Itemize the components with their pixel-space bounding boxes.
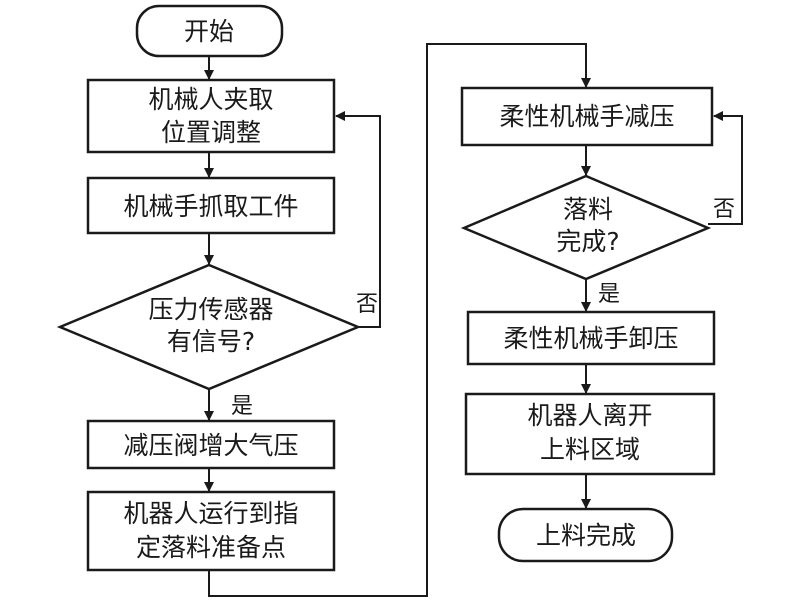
decision1-no-label: 否 <box>356 292 378 317</box>
end-label: 上料完成 <box>536 521 636 550</box>
step1-line1: 机械人夹取 <box>148 85 273 114</box>
decision-blanking-complete: 落料 完成? <box>460 174 712 281</box>
step-robot-move-to-point: 机器人运行到指 定落料准备点 <box>86 490 336 572</box>
arrow-decision1-no-loop <box>335 111 381 328</box>
step-grab-workpiece: 机械手抓取工件 <box>86 176 336 235</box>
step-robot-clamp-adjust: 机械人夹取 位置调整 <box>86 78 336 154</box>
step6-label: 柔性机械手卸压 <box>503 324 678 353</box>
step5-label: 柔性机械手减压 <box>499 102 674 131</box>
decision2-line2: 完成? <box>556 227 619 256</box>
decision2-yes-label: 是 <box>598 282 620 307</box>
arrow-step4-to-step5 <box>208 43 591 597</box>
decision1-line1: 压力传感器 <box>148 295 273 324</box>
step7-line1: 机器人离开 <box>527 401 652 430</box>
step-robot-leave-area: 机器人离开 上料区域 <box>464 392 716 476</box>
step4-line2: 定落料准备点 <box>136 533 286 562</box>
step2-label: 机械手抓取工件 <box>123 192 298 221</box>
step4-line1: 机器人运行到指 <box>123 499 298 528</box>
end-terminal: 上料完成 <box>497 507 674 563</box>
step7-line2: 上料区域 <box>540 435 640 464</box>
decision2-no-label: 否 <box>713 197 735 222</box>
arrow-decision2-no-loop <box>708 111 743 225</box>
step1-line2: 位置调整 <box>161 118 261 147</box>
step3-label: 减压阀增大气压 <box>123 431 298 460</box>
decision1-yes-label: 是 <box>231 394 253 419</box>
start-label: 开始 <box>184 17 234 46</box>
step-flexible-hand-release: 柔性机械手卸压 <box>466 310 716 366</box>
decision2-line1: 落料 <box>563 195 613 224</box>
start-terminal: 开始 <box>135 4 284 58</box>
step-increase-pressure: 减压阀增大气压 <box>86 419 336 470</box>
connectors <box>204 43 743 597</box>
step-flexible-hand-decompress: 柔性机械手减压 <box>460 86 714 147</box>
decision-pressure-sensor: 压力传感器 有信号? <box>56 263 362 391</box>
decision1-line2: 有信号? <box>167 327 255 356</box>
